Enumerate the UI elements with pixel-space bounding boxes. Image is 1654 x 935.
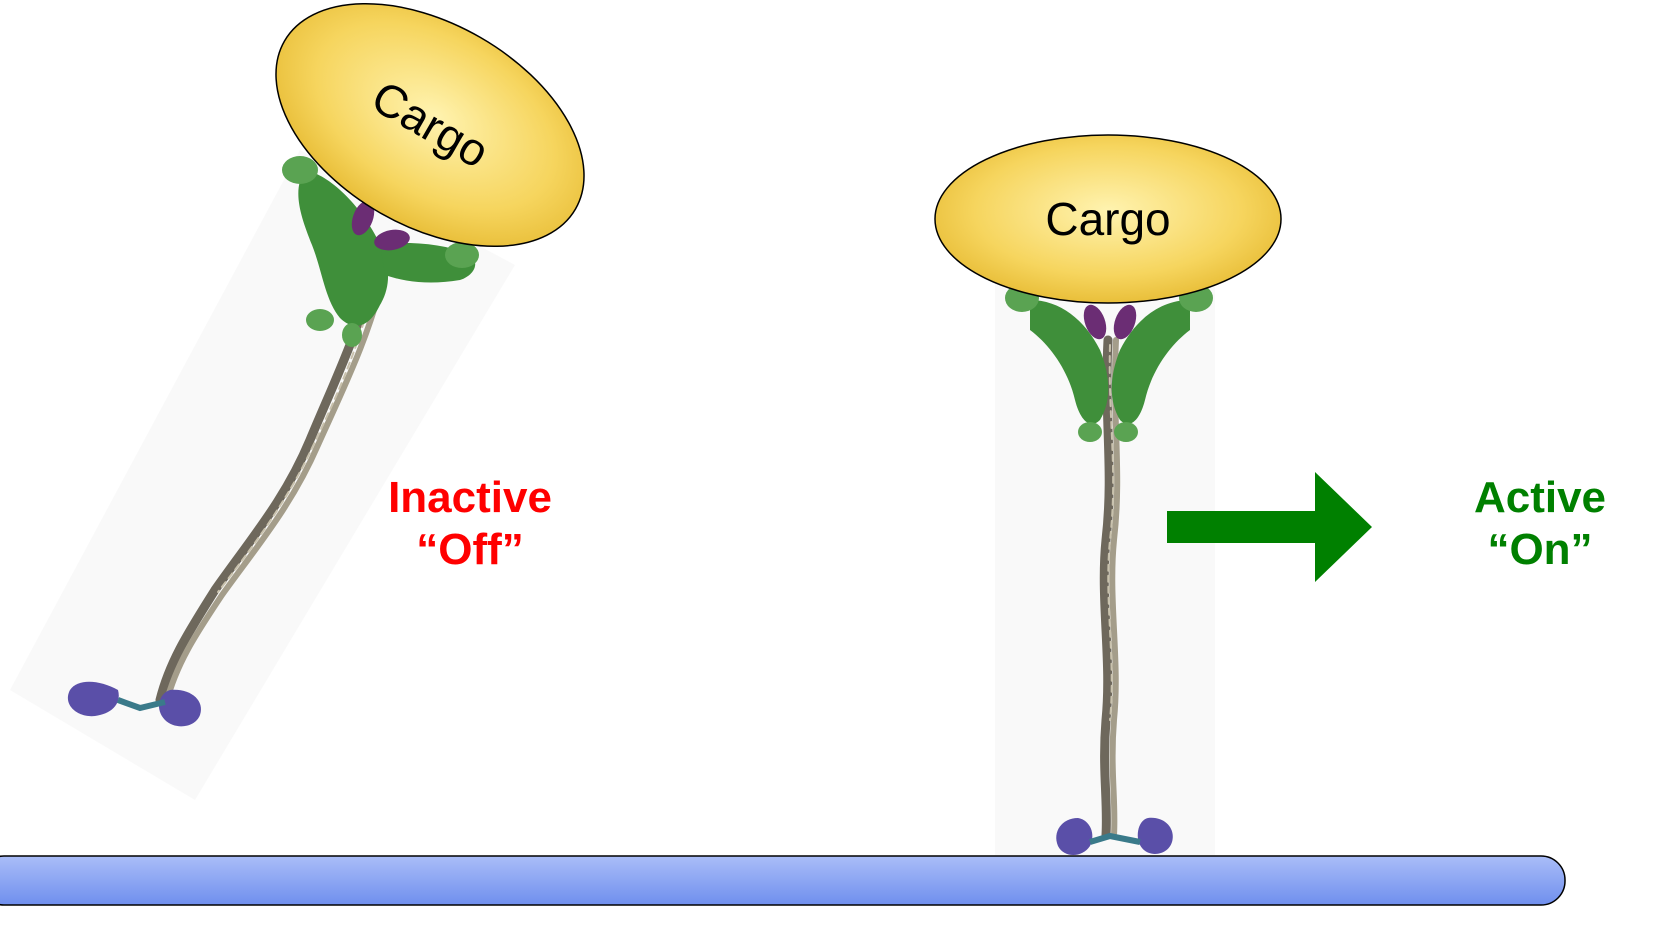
inactive-state-line1: Inactive — [388, 473, 552, 522]
microtubule-track — [0, 855, 1566, 906]
inactive-motor: Cargo — [10, 2, 585, 800]
inactive-state-line2: “Off” — [416, 525, 524, 574]
cargo-left: Cargo — [275, 2, 585, 248]
active-motor: Cargo — [934, 134, 1282, 855]
cargo-right: Cargo — [934, 134, 1282, 304]
active-state-line1: Active — [1473, 473, 1607, 522]
active-state-line2: “On” — [1487, 525, 1593, 574]
active-state-label: Active “On” — [1440, 472, 1640, 576]
direction-arrow — [1167, 472, 1372, 582]
inactive-state-label: Inactive “Off” — [350, 472, 590, 576]
cargo-right-label: Cargo — [1045, 193, 1170, 245]
active-light-chain — [1083, 304, 1137, 340]
inactive-tail-domain — [282, 156, 479, 347]
active-stalk — [1099, 335, 1121, 840]
inactive-motor-heads — [67, 681, 201, 727]
active-motor-heads — [1056, 817, 1173, 855]
inactive-light-chain — [351, 200, 410, 251]
inactive-motor-backdrop — [10, 150, 515, 800]
inactive-stalk — [155, 260, 388, 707]
